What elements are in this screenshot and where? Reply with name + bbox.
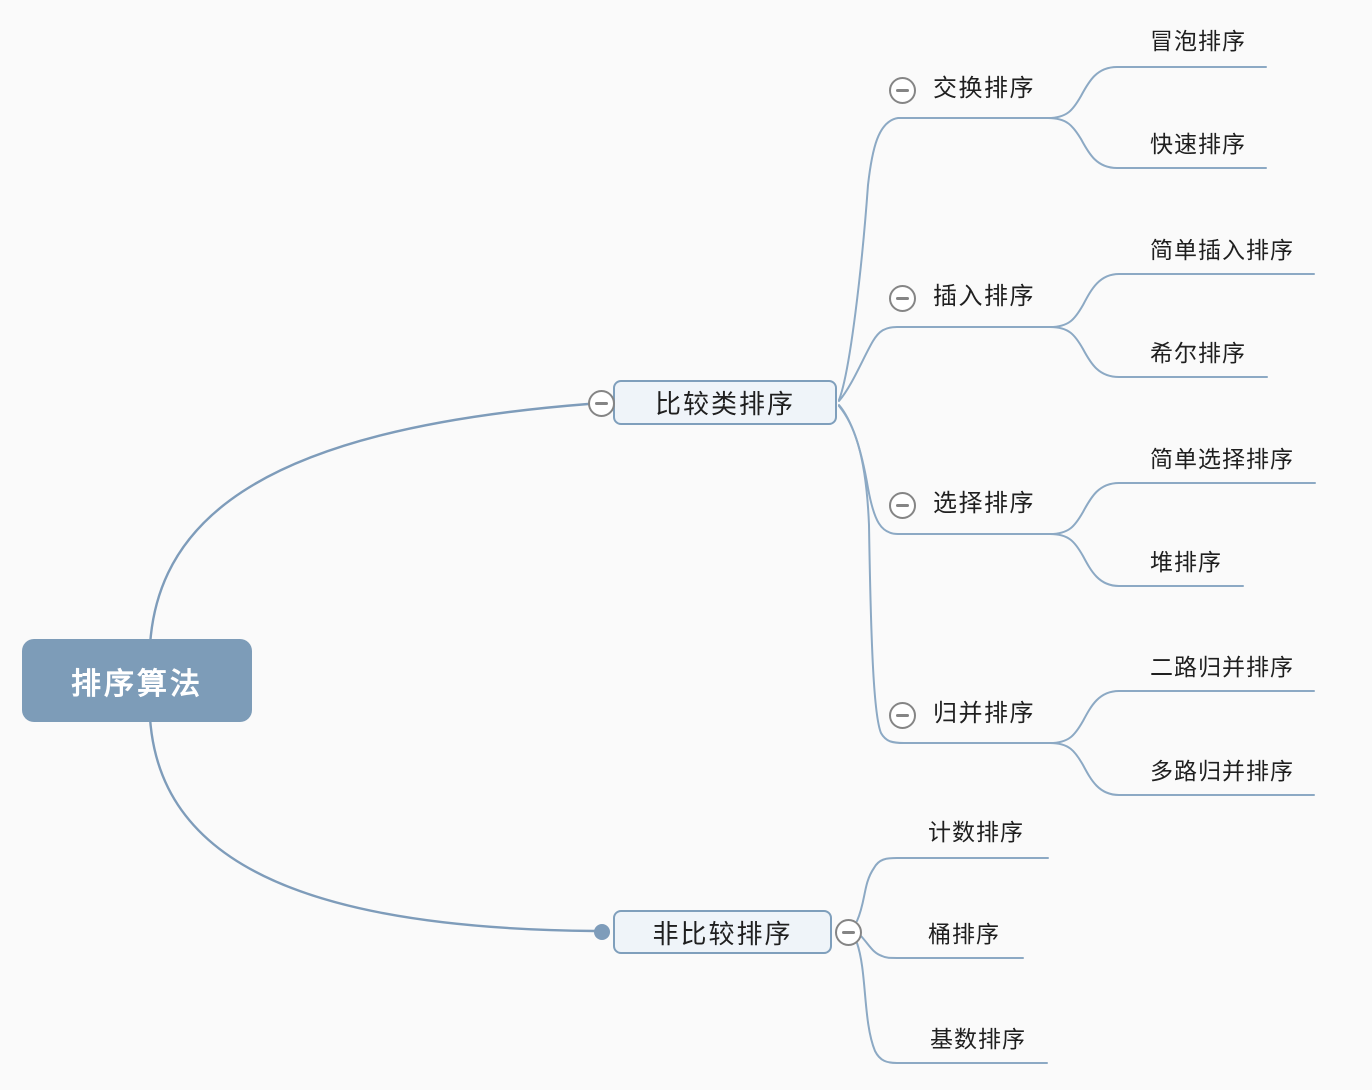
node-label-exchange-sort[interactable]: 交换排序 (933, 75, 1035, 102)
collapse-icon-insertion-sort[interactable] (889, 285, 916, 312)
node-label-heap-sort[interactable]: 堆排序 (1150, 549, 1222, 575)
collapse-icon-merge-sort[interactable] (889, 702, 916, 729)
node-label-insertion-sort[interactable]: 插入排序 (933, 283, 1035, 310)
minus-icon (896, 297, 909, 300)
minus-icon (595, 402, 608, 405)
branch-dot-icon (594, 924, 610, 940)
branch-line-bubble-sort (1047, 66, 1267, 119)
node-label-merge-sort[interactable]: 归并排序 (933, 700, 1035, 727)
node-label-shell-sort[interactable]: 希尔排序 (1150, 340, 1246, 366)
node-non-comparison-sorts-label: 非比较排序 (652, 918, 793, 949)
branch-line-multi-way-merge-sort (1049, 742, 1315, 796)
minus-icon (896, 504, 909, 507)
node-label-bucket-sort[interactable]: 桶排序 (928, 921, 1000, 947)
minus-icon (896, 714, 909, 717)
branch-line-root-to-comparison (148, 402, 590, 682)
branch-line-heap-sort (1049, 533, 1244, 587)
branch-line-simple-selection-sort (1049, 482, 1316, 535)
node-label-quick-sort[interactable]: 快速排序 (1150, 131, 1246, 157)
node-label-simple-insertion-sort[interactable]: 简单插入排序 (1150, 237, 1294, 263)
collapse-icon-comparison-sorts[interactable] (588, 390, 615, 417)
branch-line-radix-sort (856, 942, 1048, 1064)
minus-icon (896, 89, 909, 92)
node-non-comparison-sorts[interactable]: 非比较排序 (613, 910, 832, 954)
node-label-selection-sort[interactable]: 选择排序 (933, 490, 1035, 517)
node-label-counting-sort[interactable]: 计数排序 (928, 819, 1024, 845)
branch-line-counting-sort (856, 857, 1049, 922)
branch-line-simple-insertion-sort (1049, 273, 1315, 328)
branch-line-insertion-sort (838, 326, 1051, 402)
branch-line-quick-sort (1047, 117, 1267, 169)
minus-icon (842, 931, 855, 934)
node-comparison-sorts-label: 比较类排序 (654, 389, 795, 419)
branch-line-exchange-sort (838, 117, 1049, 401)
branch-line-bucket-sort (860, 935, 1024, 959)
root-node-label: 排序算法 (71, 667, 203, 701)
node-label-radix-sort[interactable]: 基数排序 (930, 1026, 1026, 1052)
node-label-simple-selection-sort[interactable]: 简单选择排序 (1150, 446, 1294, 472)
root-node-sorting-algorithms[interactable]: 排序算法 (22, 639, 252, 722)
branch-line-root-to-noncomparison (148, 682, 597, 933)
branch-line-merge-sort (838, 405, 1051, 744)
node-label-bubble-sort[interactable]: 冒泡排序 (1150, 28, 1246, 54)
node-comparison-sorts[interactable]: 比较类排序 (613, 380, 837, 425)
collapse-icon-non-comparison-sorts[interactable] (835, 919, 862, 946)
node-label-multi-way-merge-sort[interactable]: 多路归并排序 (1150, 758, 1294, 784)
branch-line-shell-sort (1049, 326, 1268, 378)
collapse-icon-selection-sort[interactable] (889, 492, 916, 519)
node-label-two-way-merge-sort[interactable]: 二路归并排序 (1150, 654, 1294, 680)
branch-line-two-way-merge-sort (1049, 690, 1315, 744)
collapse-icon-exchange-sort[interactable] (889, 77, 916, 104)
